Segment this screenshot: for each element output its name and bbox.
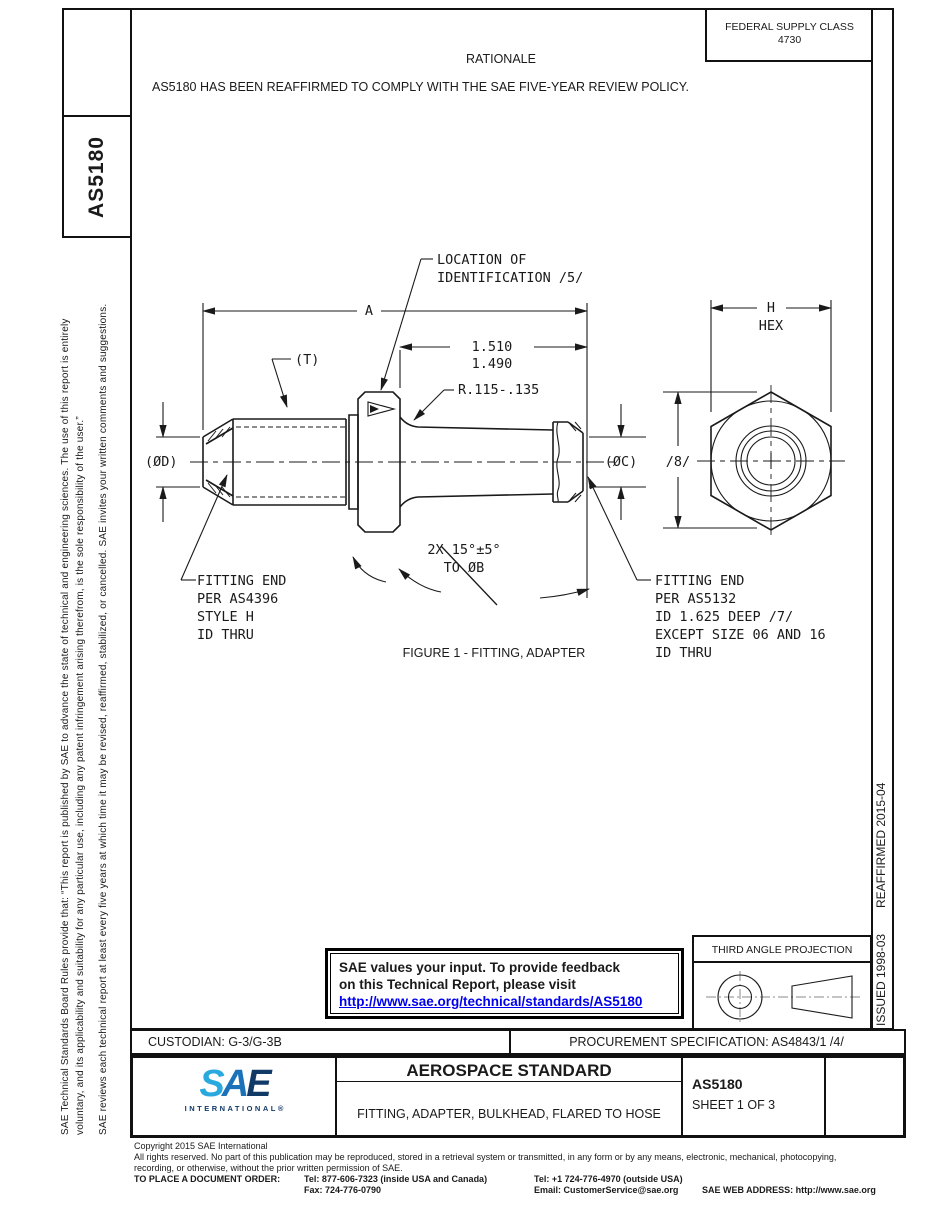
right-end-line2: PER AS5132 — [655, 591, 736, 607]
left-end-line2: PER AS4396 — [197, 591, 278, 607]
copyright-line1: Copyright 2015 SAE International — [134, 1141, 268, 1151]
sae-logo: SAE — [199, 1063, 271, 1105]
projection-title: THIRD ANGLE PROJECTION — [694, 937, 870, 963]
dim-length-lower: 1.490 — [472, 356, 513, 372]
loc-id-line2: IDENTIFICATION /5/ — [437, 270, 583, 286]
rationale-title: RATIONALE — [466, 52, 536, 66]
document-title: FITTING, ADAPTER, BULKHEAD, FLARED TO HO… — [357, 1107, 661, 1121]
procurement-text: PROCUREMENT SPECIFICATION: AS4843/1 /4/ — [569, 1035, 844, 1049]
leader-radius — [413, 389, 454, 421]
third-angle-projection-icon — [706, 971, 862, 1024]
copyright-line3: recording, or otherwise, without the pri… — [134, 1163, 403, 1173]
doc-number-cell: AS5180 SHEET 1 OF 3 — [683, 1058, 826, 1135]
socket-break-line — [556, 421, 560, 503]
title-block — [130, 1055, 906, 1138]
dia-c-label: (ØC) — [605, 454, 638, 470]
figure-caption: FIGURE 1 - FITTING, ADAPTER — [403, 646, 586, 660]
right-end-line1: FITTING END — [655, 573, 744, 589]
socket-hatching — [569, 421, 582, 503]
email: Email: CustomerService@sae.org — [534, 1185, 679, 1195]
sae-logo-subtitle: INTERNATIONAL® — [184, 1104, 284, 1113]
end-view — [710, 391, 832, 531]
leader-left-fitting-end — [180, 474, 228, 581]
feedback-box: SAE values your input. To provide feedba… — [325, 948, 684, 1019]
feedback-line1: SAE values your input. To provide feedba… — [339, 960, 621, 975]
review-note: SAE reviews each technical report at lea… — [98, 303, 109, 1135]
copyright-line2: All rights reserved. No part of this pub… — [134, 1152, 837, 1162]
dim-length-upper: 1.510 — [472, 339, 513, 355]
dim-slash8-lines — [663, 391, 757, 529]
dim-t-label: (T) — [295, 352, 319, 368]
right-end-line4: EXCEPT SIZE 06 AND 16 — [655, 627, 826, 643]
logo-cell: SAE INTERNATIONAL® — [133, 1058, 335, 1135]
tel-inside: Tel: 877-606-7323 (inside USA and Canada… — [304, 1174, 488, 1184]
custodian-text: CUSTODIAN: G-3/G-3B — [148, 1035, 282, 1049]
shank — [399, 416, 554, 508]
thread-dashed-lines — [236, 426, 346, 498]
loc-id-line1: LOCATION OF — [437, 252, 526, 268]
sidebar-doc-number: AS5180 — [85, 135, 108, 218]
left-end-line1: FITTING END — [197, 573, 286, 589]
identification-mark — [367, 401, 397, 417]
feedback-url-link[interactable]: http://www.sae.org/technical/standards/A… — [339, 994, 643, 1009]
issued-date: ISSUED 1998-03 — [874, 933, 888, 1026]
disclaimer-line-1: SAE Technical Standards Board Rules prov… — [60, 318, 71, 1135]
chamfer-line1: 2X 15°±5° — [427, 542, 500, 558]
dim-h-label: H — [767, 300, 775, 316]
standard-type-cell: AEROSPACE STANDARD FITTING, ADAPTER, BUL… — [335, 1058, 683, 1135]
figure-1-drawing: A H HEX 1.510 1.490 (ØD) (ØC) /8/ — [145, 252, 845, 661]
dim-h-lines — [710, 300, 832, 412]
leader-right-fitting-end — [587, 476, 651, 581]
web-address: SAE WEB ADDRESS: http://www.sae.org — [702, 1185, 876, 1195]
flare-end — [202, 418, 234, 506]
hex-flange — [357, 391, 401, 533]
dim-dia-c-lines — [589, 404, 646, 520]
dim-slash8-label: /8/ — [666, 454, 690, 470]
dim-a-label: A — [365, 303, 373, 319]
issued-column-divider — [871, 8, 873, 1030]
federal-supply-class-value: 4730 — [777, 34, 802, 46]
left-end-line3: STYLE H — [197, 609, 254, 625]
order-label: TO PLACE A DOCUMENT ORDER: — [134, 1174, 281, 1184]
disclaimer-line-2: voluntary, and its applicability and sui… — [75, 416, 86, 1135]
right-end-line5: ID THRU — [655, 645, 712, 661]
doc-number: AS5180 — [692, 1076, 743, 1092]
tel-outside: Tel: +1 724-776-4970 (outside USA) — [534, 1174, 683, 1184]
dim-a-lines — [202, 303, 588, 598]
fax: Fax: 724-776-0790 — [304, 1185, 382, 1195]
left-end-line4: ID THRU — [197, 627, 254, 643]
issued-strip: ISSUED 1998-03 REAFFIRMED 2015-04 — [872, 8, 894, 1028]
thread-section — [232, 418, 347, 506]
sheet-number: SHEET 1 OF 3 — [692, 1098, 776, 1112]
chamfer-line2: TO ØB — [444, 560, 485, 576]
rationale-body: AS5180 HAS BEEN REAFFIRMED TO COMPLY WIT… — [152, 80, 689, 94]
dim-hex-label: HEX — [759, 318, 783, 334]
dia-d-label: (ØD) — [145, 454, 178, 470]
federal-supply-class-label: FEDERAL SUPPLY CLASS — [725, 21, 854, 33]
feedback-line2: on this Technical Report, please visit — [339, 977, 576, 992]
custodian-cell: CUSTODIAN: G-3/G-3B — [130, 1029, 511, 1055]
chamfer-angle-lines — [352, 545, 590, 606]
standard-type: AEROSPACE STANDARD — [337, 1058, 681, 1082]
dim-length-lines — [399, 343, 588, 388]
right-end-line3: ID 1.625 DEEP /7/ — [655, 609, 793, 625]
federal-supply-class-box: FEDERAL SUPPLY CLASS 4730 — [705, 8, 872, 62]
flare-hatching — [207, 426, 231, 498]
reaffirmed-date: REAFFIRMED 2015-04 — [874, 782, 888, 908]
leader-location-id — [380, 258, 433, 391]
dim-dia-d-lines — [156, 402, 200, 522]
procurement-cell: PROCUREMENT SPECIFICATION: AS4843/1 /4/ — [509, 1029, 906, 1055]
sidebar-doc-number-box: AS5180 — [62, 115, 132, 238]
sidebar-empty-box — [62, 8, 132, 117]
leader-t — [271, 358, 291, 408]
dim-radius-label: R.115-.135 — [458, 382, 539, 398]
